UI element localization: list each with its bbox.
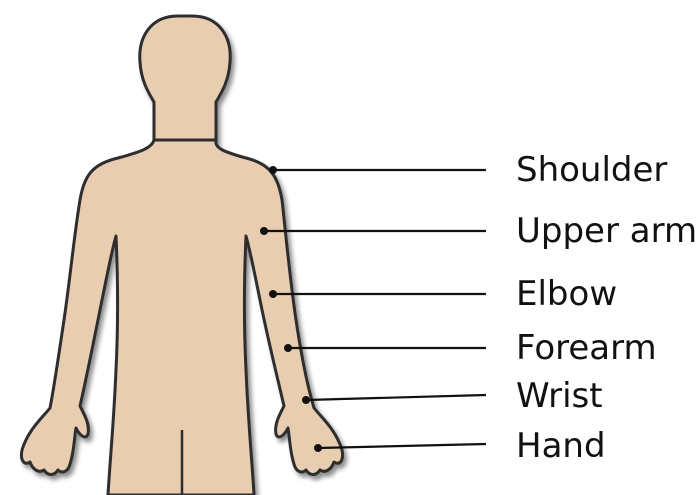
leader-line-hand: [318, 444, 486, 448]
head-shape: [140, 16, 230, 140]
label-elbow: Elbow: [516, 274, 617, 314]
label-forearm: Forearm: [516, 328, 657, 368]
body-part-labels: Shoulder Upper arm Elbow Forearm Wrist H…: [516, 150, 697, 466]
anchor-dot-shoulder: [269, 166, 277, 174]
anchor-dot-wrist: [302, 396, 310, 404]
label-wrist: Wrist: [516, 376, 603, 416]
label-hand: Hand: [516, 426, 606, 466]
human-body-figure: [21, 16, 342, 495]
label-shoulder: Shoulder: [516, 150, 667, 190]
leader-line-wrist: [306, 395, 486, 400]
anchor-dot-hand: [314, 444, 322, 452]
anchor-dot-forearm: [284, 344, 292, 352]
anchor-dot-elbow: [269, 290, 277, 298]
label-upper-arm: Upper arm: [516, 211, 697, 251]
anchor-dot-upper-arm: [260, 227, 268, 235]
